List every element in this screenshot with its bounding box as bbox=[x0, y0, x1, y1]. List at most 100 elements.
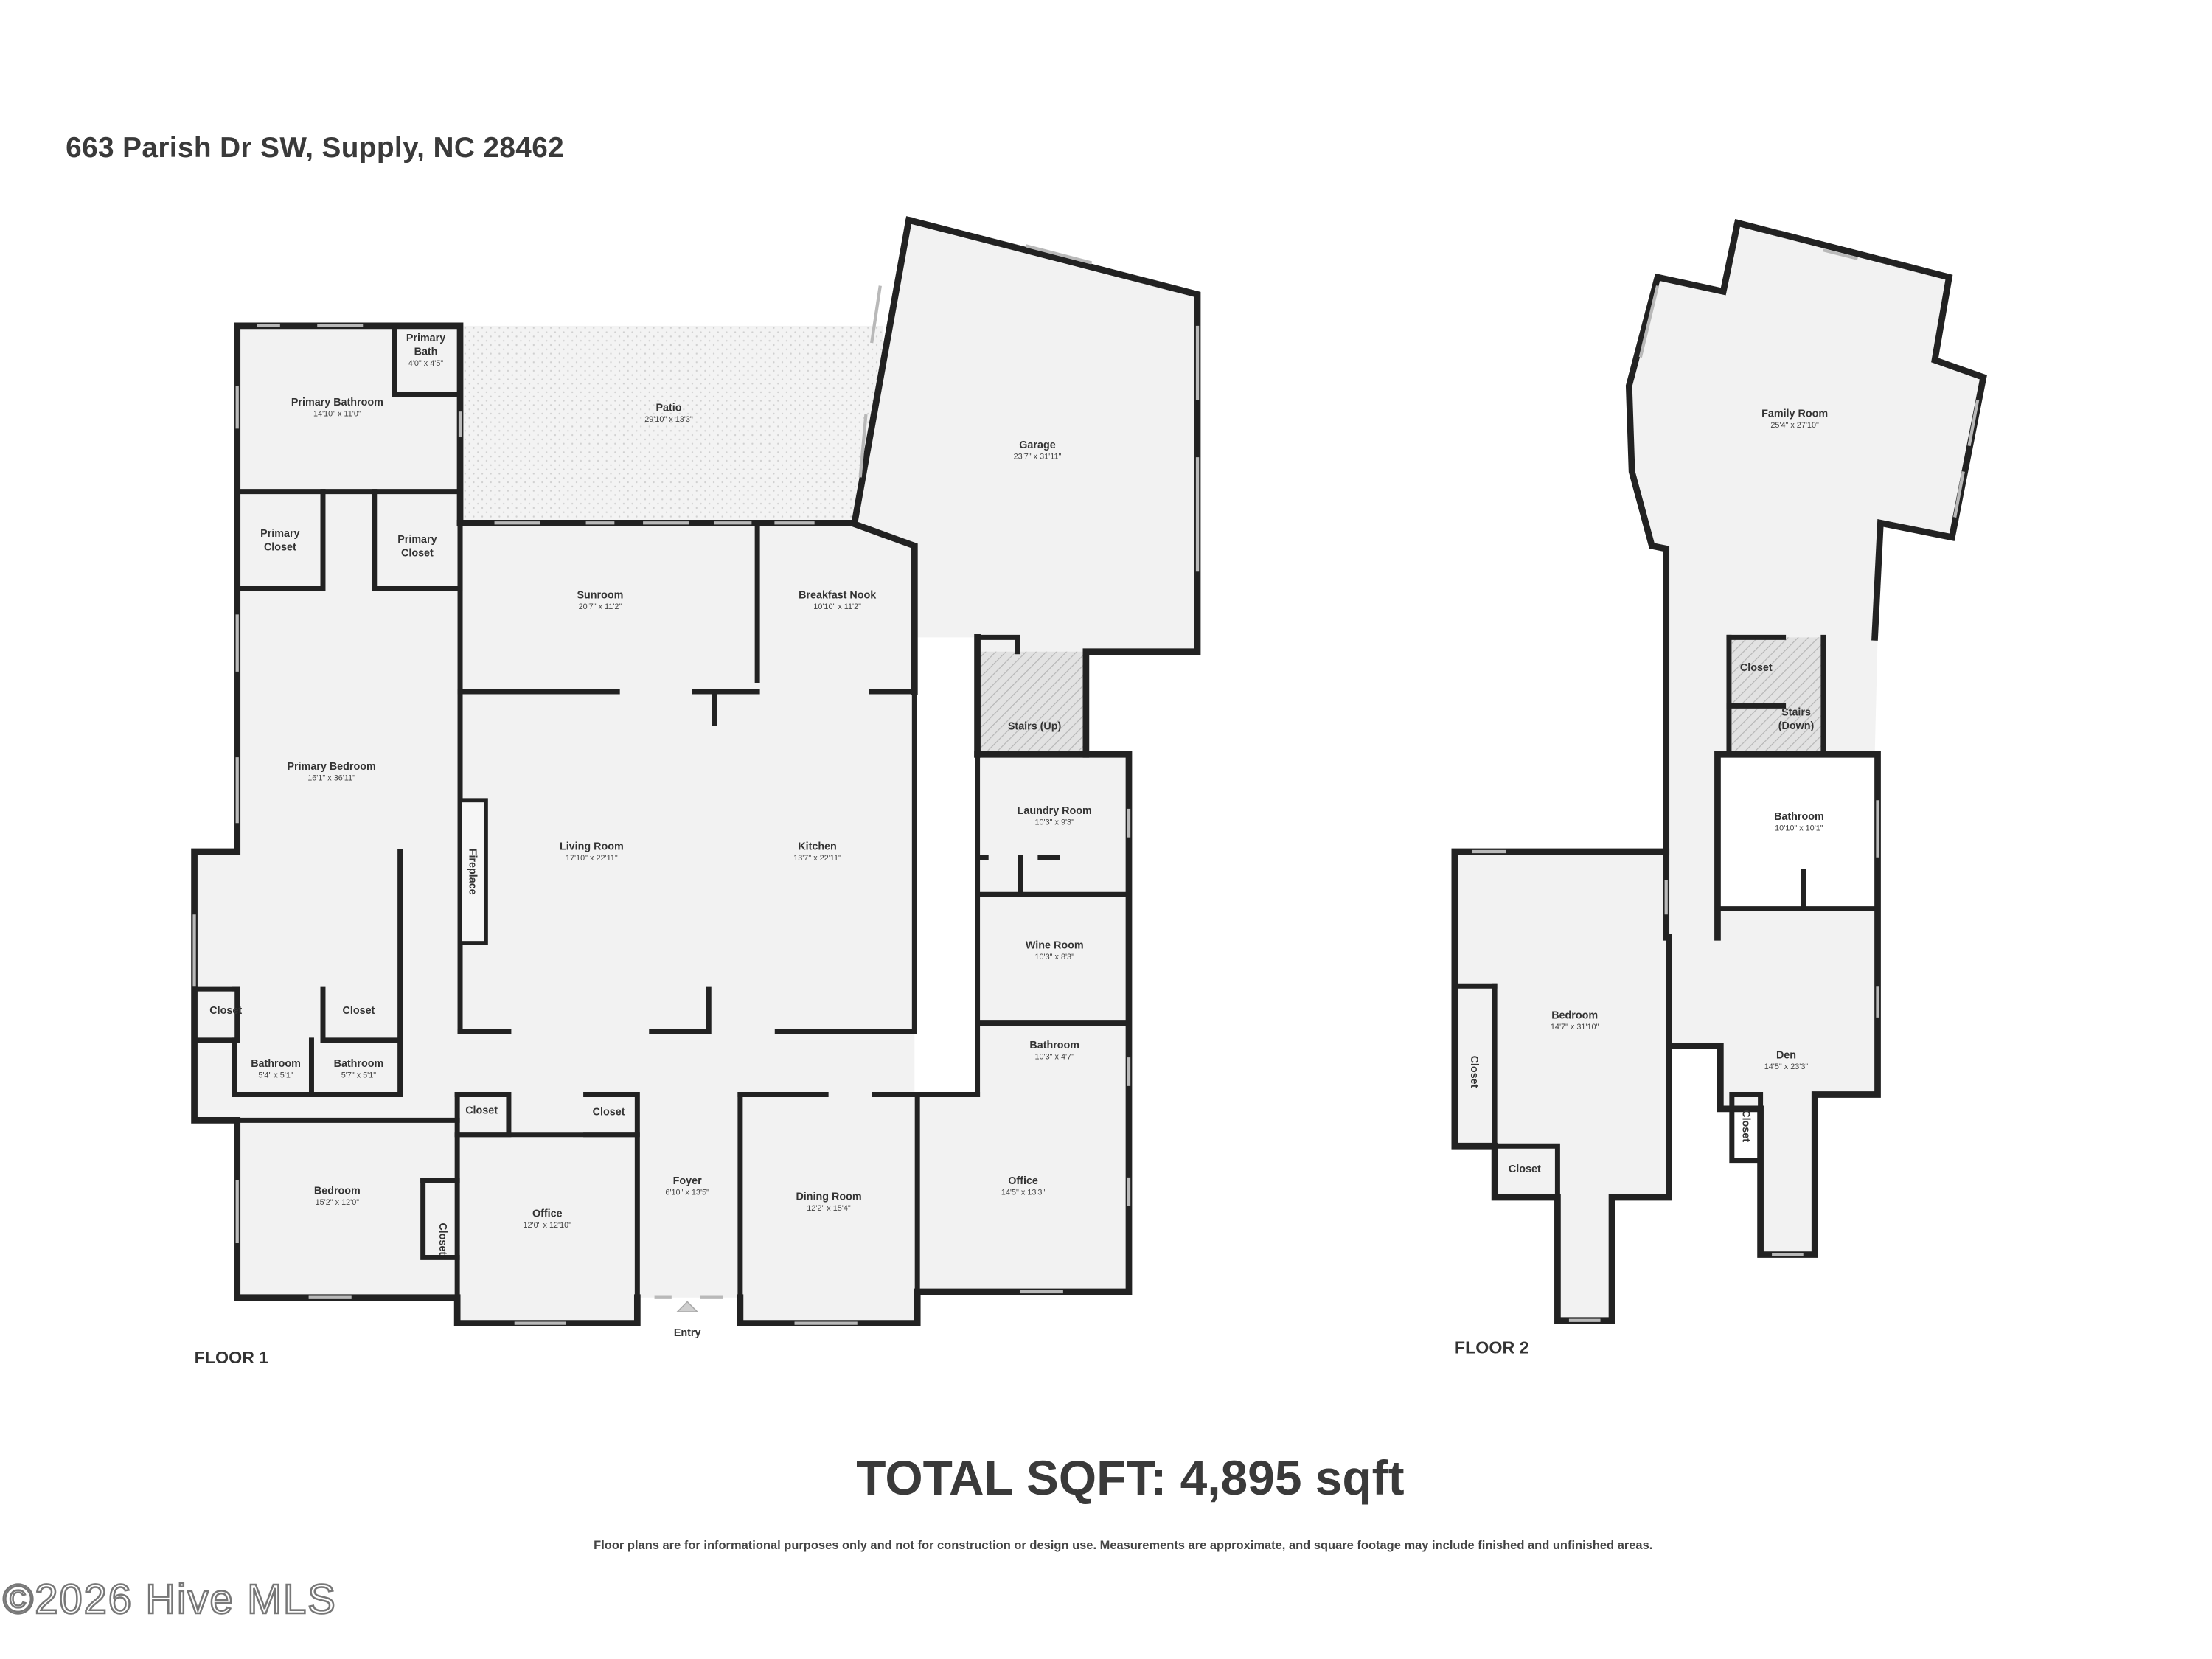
room-name-closet-f: Closet bbox=[1740, 662, 1773, 674]
room-name-den: Den bbox=[1776, 1050, 1796, 1062]
room-name-dining-room: Dining Room bbox=[796, 1191, 861, 1203]
room-dim-bedroom: 15'2" x 12'0" bbox=[316, 1198, 360, 1207]
room-name-closet-c: Closet bbox=[465, 1105, 498, 1117]
room-name-office-1: Office bbox=[532, 1208, 563, 1220]
room-closet-h: Closet bbox=[1509, 1164, 1541, 1175]
room-name-sunroom: Sunroom bbox=[577, 590, 624, 602]
room-name-bathroom-c: Bathroom bbox=[1029, 1040, 1079, 1051]
room-name-bathroom-d: Bathroom bbox=[1774, 811, 1824, 823]
room-name-bedroom-2: Bedroom bbox=[1551, 1009, 1598, 1021]
room-name-primary-bath: Bath bbox=[414, 347, 438, 358]
room-office-2: Office 14'5" x 13'3" bbox=[1001, 1175, 1046, 1197]
room-dim-primary-bath: 4'0" x 4'5" bbox=[408, 359, 444, 368]
room-dim-laundry-room: 10'3" x 9'3" bbox=[1035, 818, 1075, 827]
room-name-garage: Garage bbox=[1019, 439, 1055, 451]
room-name-closet-g: Closet bbox=[1468, 1056, 1480, 1088]
room-closet-e: Closet bbox=[437, 1222, 448, 1255]
room-dim-patio: 29'10" x 13'3" bbox=[644, 415, 693, 424]
room-dim-primary-bedroom: 16'1" x 36'11" bbox=[307, 774, 355, 783]
room-wine-room: Wine Room 10'3" x 8'3" bbox=[1026, 939, 1084, 961]
room-name-primary-closet-1: Closet bbox=[264, 542, 296, 554]
room-garage: Garage 23'7" x 31'11" bbox=[1014, 439, 1062, 462]
room-name-stairs-down: (Down) bbox=[1778, 720, 1815, 732]
room-dim-office-1: 12'0" x 12'10" bbox=[523, 1221, 571, 1230]
room-name-stairs-down: Stairs bbox=[1781, 706, 1811, 718]
room-name-primary-bathroom: Primary Bathroom bbox=[291, 397, 383, 408]
room-name-patio: Patio bbox=[655, 403, 681, 414]
room-dim-dining-room: 12'2" x 15'4" bbox=[807, 1204, 851, 1213]
room-closet-b: Closet bbox=[343, 1005, 375, 1017]
entry-arrow-icon bbox=[675, 1301, 699, 1312]
room-dim-garage: 23'7" x 31'11" bbox=[1014, 453, 1062, 462]
room-name-bathroom-b: Bathroom bbox=[334, 1058, 384, 1070]
room-dim-kitchen: 13'7" x 22'11" bbox=[793, 854, 841, 863]
room-name-primary-bedroom: Primary Bedroom bbox=[287, 761, 375, 773]
room-dim-wine-room: 10'3" x 8'3" bbox=[1035, 953, 1075, 961]
room-closet-i: Closet bbox=[1739, 1110, 1751, 1142]
fireplace-unit bbox=[458, 798, 488, 945]
room-name-closet-d: Closet bbox=[593, 1107, 625, 1119]
room-name-primary-bath: Primary bbox=[406, 333, 445, 344]
entry-label: Entry bbox=[674, 1327, 701, 1339]
room-name-wine-room: Wine Room bbox=[1026, 939, 1084, 951]
floor-2-plan bbox=[1451, 219, 1987, 1324]
floor-1-label: FLOOR 1 bbox=[194, 1347, 269, 1368]
copyright-watermark: ©2026 Hive MLS bbox=[2, 1576, 337, 1624]
room-dim-bathroom-c: 10'3" x 4'7" bbox=[1035, 1053, 1075, 1062]
room-bathroom-c: Bathroom 10'3" x 4'7" bbox=[1029, 1040, 1079, 1062]
room-name-primary-closet-2: Closet bbox=[401, 547, 434, 559]
room-closet-a: Closet bbox=[209, 1005, 242, 1017]
floor-2-label: FLOOR 2 bbox=[1454, 1337, 1529, 1358]
room-bedroom-2: Bedroom 14'7" x 31'10" bbox=[1551, 1009, 1599, 1032]
room-name-office-2: Office bbox=[1008, 1175, 1038, 1187]
room-dim-bedroom-2: 14'7" x 31'10" bbox=[1551, 1023, 1599, 1032]
room-name-stairs-up: Stairs (Up) bbox=[1008, 720, 1062, 732]
floor-1-plan bbox=[191, 216, 1201, 1326]
room-dim-bathroom-d: 10'10" x 10'1" bbox=[1775, 824, 1823, 832]
stairs-up-hatch bbox=[977, 651, 1086, 755]
room-dim-primary-bathroom: 14'10" x 11'0" bbox=[313, 409, 361, 418]
room-name-laundry-room: Laundry Room bbox=[1018, 805, 1092, 817]
room-name-closet-b: Closet bbox=[343, 1005, 375, 1017]
room-stairs-down: Stairs (Down) bbox=[1778, 706, 1815, 731]
disclaimer-text: Floor plans are for informational purpos… bbox=[594, 1537, 1653, 1552]
room-dim-office-2: 14'5" x 13'3" bbox=[1001, 1189, 1046, 1197]
room-name-primary-closet-1: Primary bbox=[260, 528, 299, 540]
room-name-kitchen: Kitchen bbox=[798, 841, 837, 853]
room-name-family-room: Family Room bbox=[1761, 408, 1828, 420]
total-sqft: TOTAL SQFT: 4,895 sqft bbox=[856, 1451, 1405, 1506]
room-fireplace: Fireplace bbox=[467, 849, 479, 895]
room-name-primary-closet-2: Primary bbox=[397, 534, 437, 546]
room-dim-breakfast-nook: 10'10" x 11'2" bbox=[813, 602, 861, 611]
room-name-bedroom: Bedroom bbox=[314, 1186, 361, 1197]
room-name-living-room: Living Room bbox=[560, 841, 624, 853]
room-closet-c: Closet bbox=[465, 1105, 498, 1117]
room-dim-sunroom: 20'7" x 11'2" bbox=[579, 602, 622, 611]
room-name-fireplace: Fireplace bbox=[467, 849, 479, 895]
room-dim-family-room: 25'4" x 27'10" bbox=[1770, 421, 1819, 430]
room-dim-living-room: 17'10" x 22'11" bbox=[566, 854, 618, 863]
room-dim-bathroom-b: 5'7" x 5'1" bbox=[341, 1071, 377, 1080]
room-dim-foyer: 6'10" x 13'5" bbox=[665, 1189, 709, 1197]
stairs-down-hatch bbox=[1731, 637, 1823, 755]
